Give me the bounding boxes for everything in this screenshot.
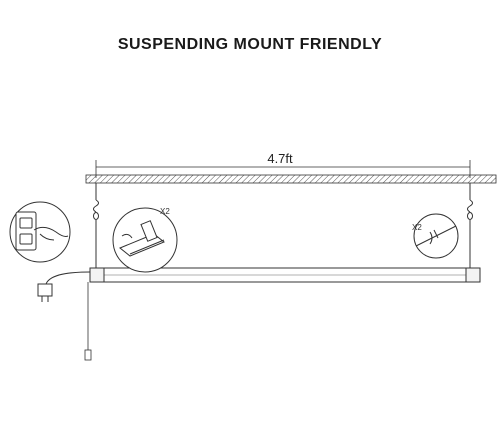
hook-detail-icon: X2 — [412, 213, 459, 259]
shop-light-fixture — [89, 267, 481, 283]
right-hanger-hook-icon — [467, 183, 473, 268]
outlet-detail-icon — [9, 201, 71, 263]
clip-multiplier-label: X2 — [160, 207, 170, 216]
page-title: SUSPENDING MOUNT FRIENDLY — [117, 36, 383, 53]
power-cord — [37, 271, 91, 302]
clip-mount-detail-icon: X2 — [112, 207, 178, 273]
pull-chain — [84, 282, 92, 361]
left-hanger-hook-icon — [93, 183, 99, 268]
hook-multiplier-label: X2 — [412, 223, 422, 232]
length-dimension-label: 4.7ft — [267, 151, 293, 166]
ceiling — [85, 174, 497, 184]
